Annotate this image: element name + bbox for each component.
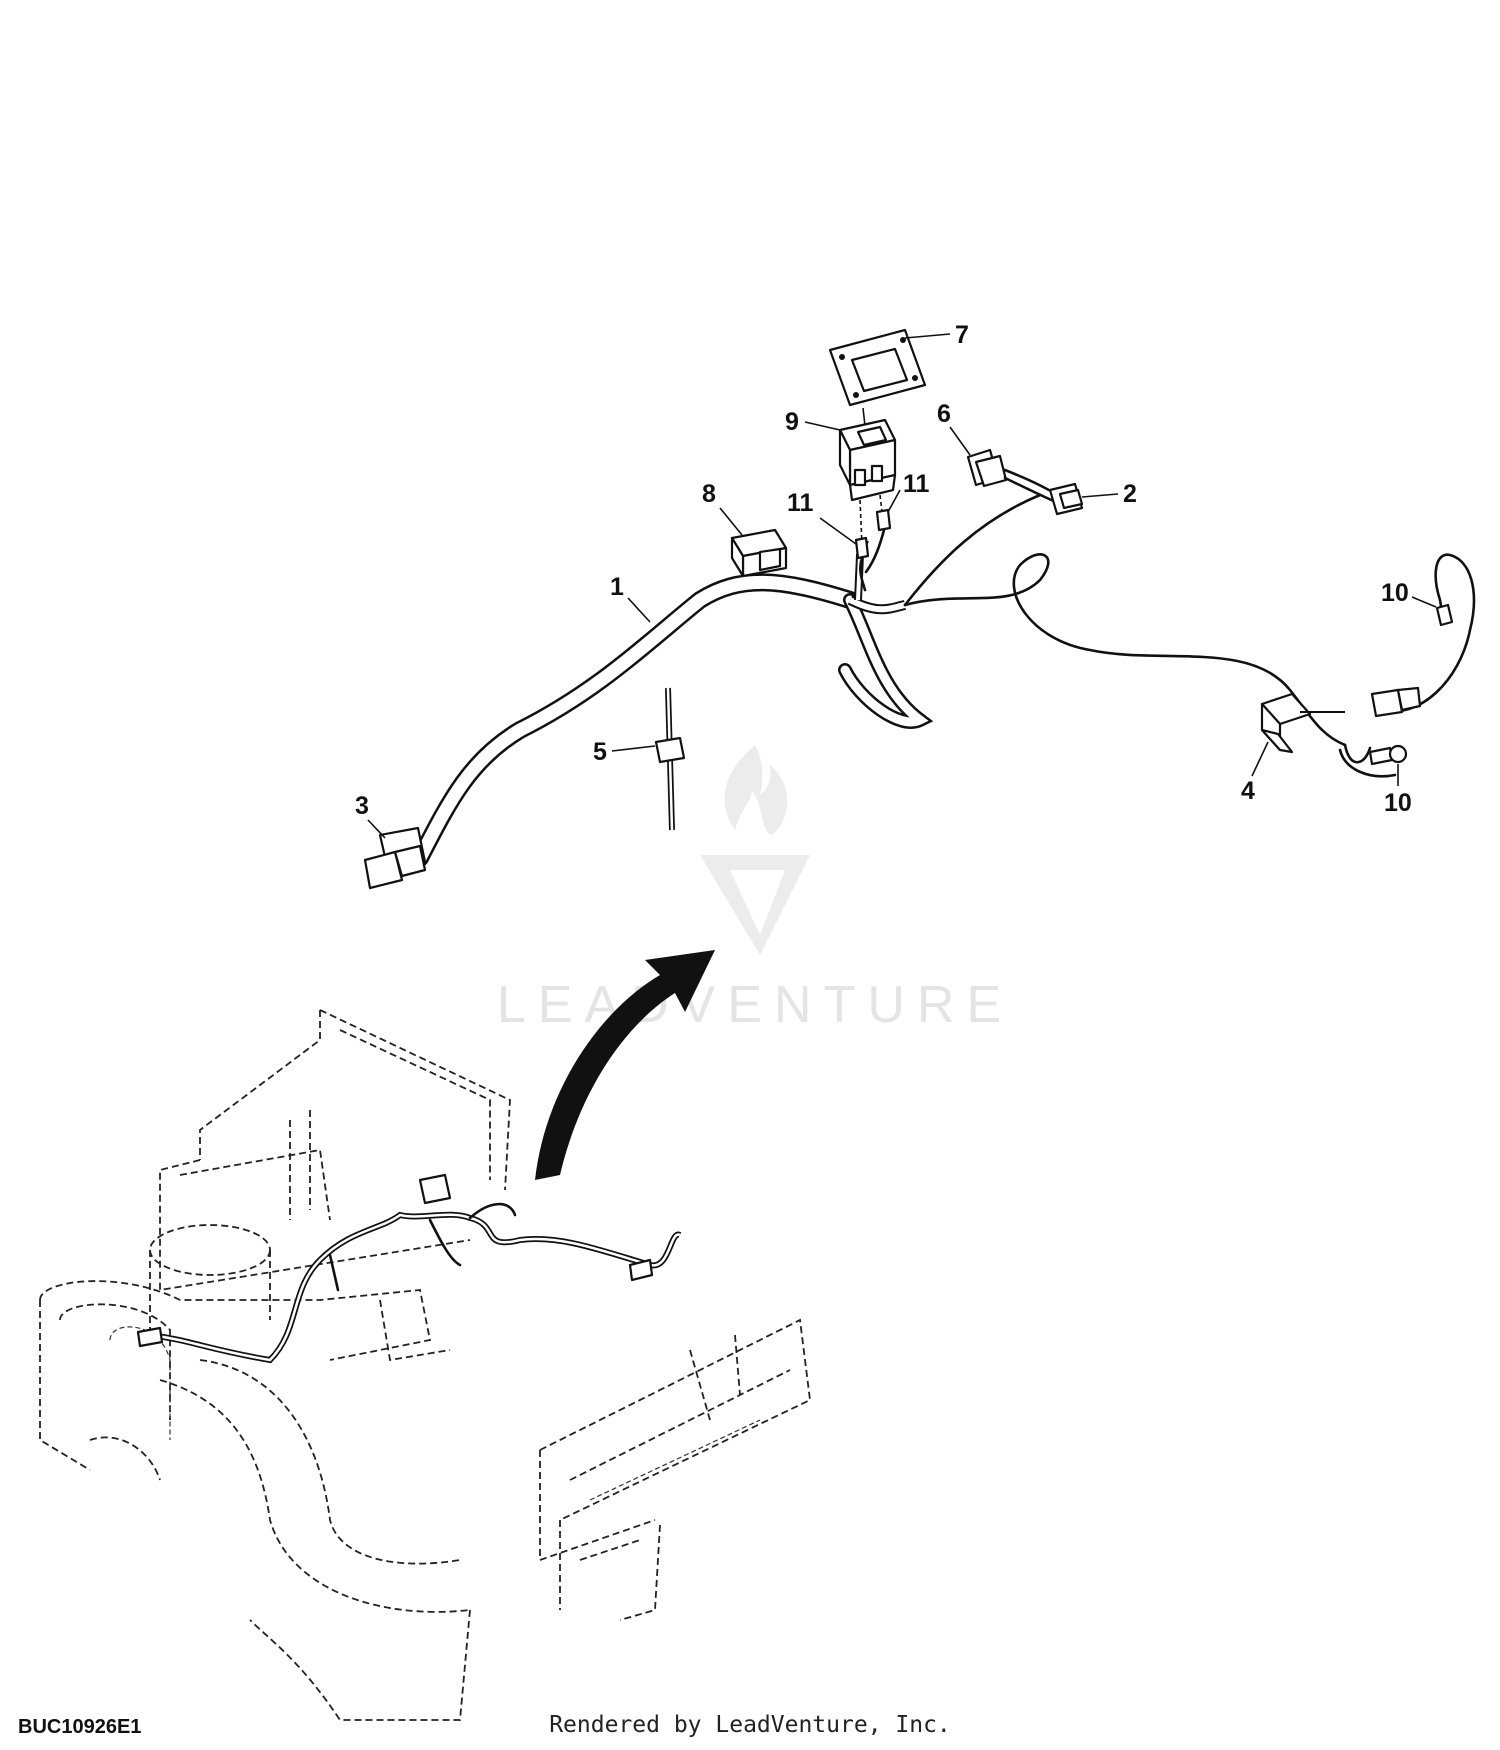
connector-6 [966,448,1060,505]
rocker-switch-9 [838,418,897,546]
direction-arrow-icon [535,950,715,1180]
callout-2: 2 [1123,480,1137,508]
wire-to-ring-10b [1338,743,1397,778]
terminal-11-right [864,508,892,574]
leadventure-watermark: LEADVENTURE [497,745,1013,1034]
connector-4-plug [1370,686,1422,718]
callout-1: 1 [610,573,624,601]
bracket-4 [1260,692,1345,754]
callout-10-top: 10 [1381,579,1409,607]
ring-terminal-10-bottom [1368,744,1408,766]
watermark-flame-icon [724,745,788,835]
watermark-v-icon [700,855,810,955]
switch-bezel-7 [828,328,927,436]
cable-tie-5 [654,687,686,831]
wire-to-loop [903,553,1347,747]
callout-7: 7 [955,321,969,349]
wire-to-sensor-10a [1378,553,1476,713]
connector-3 [363,826,427,890]
callout-5: 5 [593,738,607,766]
terminal-11-left [854,536,870,592]
callout-11-right: 11 [903,470,930,498]
figure-id: BUC10926E1 [18,1716,142,1738]
callouts: 7 9 6 2 8 11 11 1 10 5 3 4 10 [355,321,1437,839]
connector-8 [730,528,788,578]
wire-to-connector-2 [903,493,1042,607]
callout-6: 6 [937,400,951,428]
callout-4: 4 [1241,777,1255,805]
callout-8: 8 [702,480,716,508]
callout-10-bottom: 10 [1384,789,1412,817]
callout-11-left: 11 [787,489,814,517]
connector-2 [1048,482,1084,516]
machine-context [39,1009,811,1721]
sensor-10-top [1435,603,1454,627]
render-credit: Rendered by LeadVenture, Inc. [549,1712,951,1738]
callout-9: 9 [785,408,799,436]
callout-3: 3 [355,792,369,820]
watermark-text: LEADVENTURE [497,976,1013,1034]
context-harness [136,1173,682,1364]
harness-main [411,538,934,867]
